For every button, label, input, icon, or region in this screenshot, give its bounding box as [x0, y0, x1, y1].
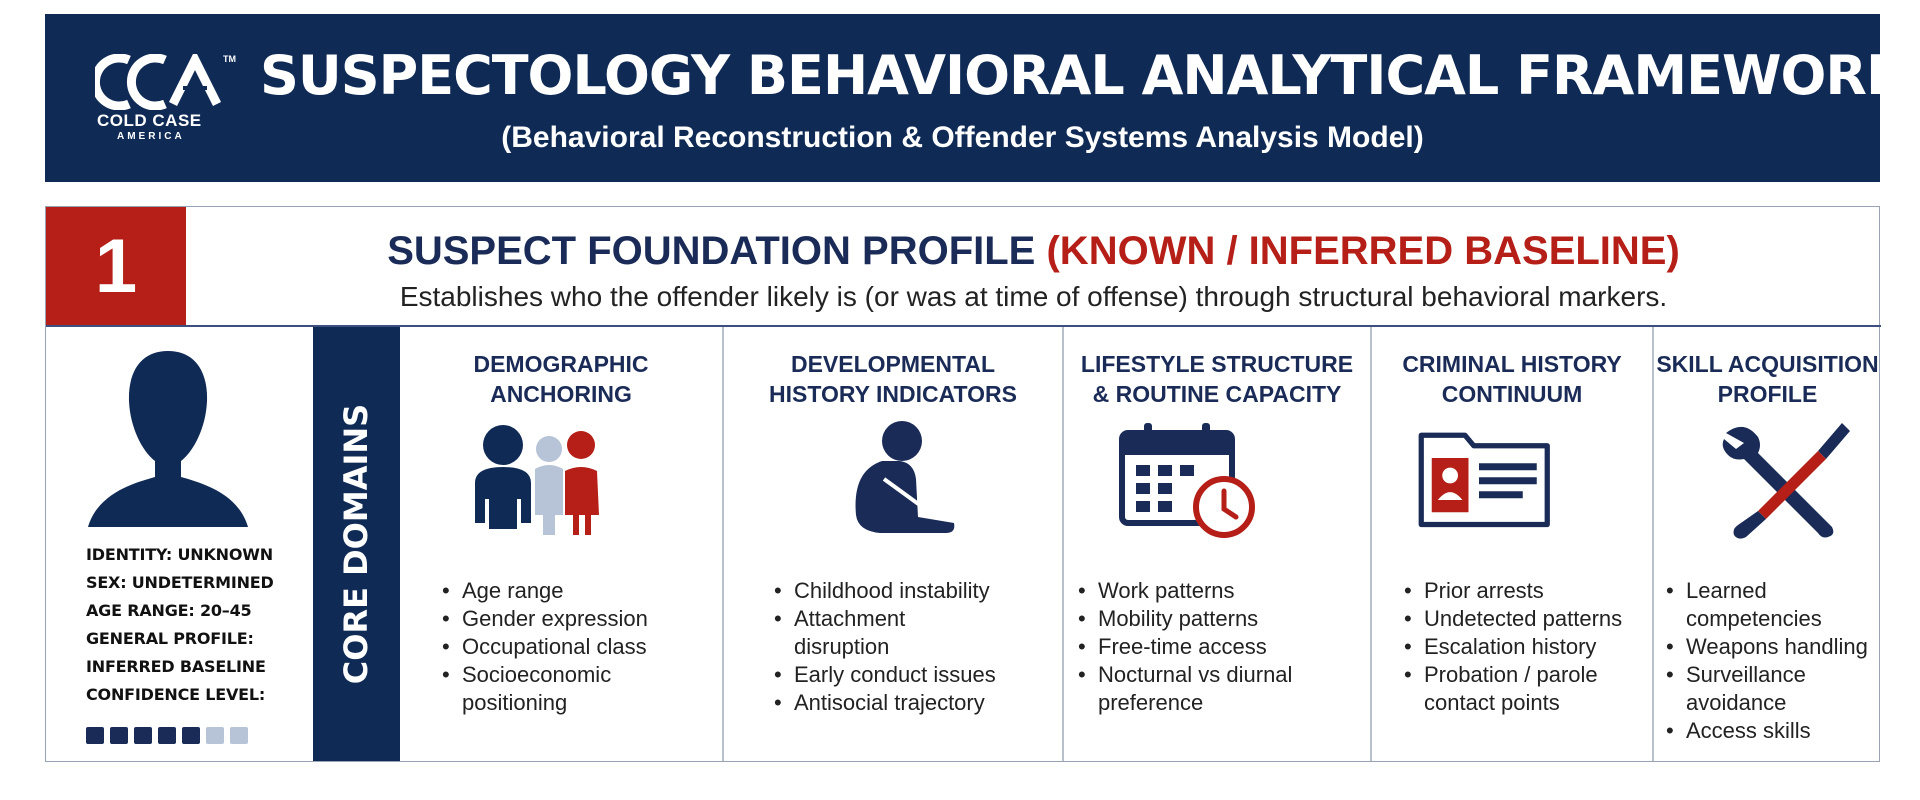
page-title: SUSPECTOLOGY BEHAVIORAL ANALYTICAL FRAME…: [260, 44, 1920, 107]
list-item-continuation: disruption: [794, 634, 890, 659]
domain-title-line2: CONTINUUM: [1441, 381, 1583, 407]
list-item: Nocturnal vs diurnal: [1076, 661, 1292, 689]
domain-separator: [1652, 327, 1654, 761]
confidence-square-filled: [182, 727, 200, 744]
domain-list: Prior arrests Undetected patterns Escala…: [1402, 577, 1622, 717]
profile-sex: SEX: UNDETERMINED: [86, 573, 274, 592]
domain-lifestyle-structure: LIFESTYLE STRUCTURE & ROUTINE CAPACITY Wo…: [1064, 327, 1370, 761]
wrench-screwdriver-icon: [1722, 423, 1850, 539]
domain-list: Age range Gender expression Occupational…: [440, 577, 648, 717]
domain-title: DEVELOPMENTAL HISTORY INDICATORS: [724, 349, 1062, 409]
domain-list: Childhood instability Attachment disrupt…: [772, 577, 996, 717]
domain-title-line2: ANCHORING: [490, 381, 632, 407]
list-item-continuation: avoidance: [1686, 690, 1787, 715]
domain-separator: [722, 327, 724, 761]
domain-list: Learned competencies Weapons handling Su…: [1664, 577, 1881, 745]
cold-case-america-logo: TM COLD CASE AMERICA: [90, 49, 236, 154]
profile-identity: IDENTITY: UNKNOWN: [86, 545, 273, 564]
confidence-square-empty: [230, 727, 248, 744]
domain-title-line1: CRIMINAL HISTORY: [1402, 351, 1622, 377]
domain-developmental-history: DEVELOPMENTAL HISTORY INDICATORS Childhoo…: [724, 327, 1062, 761]
sitting-child-icon: [855, 421, 955, 533]
domain-title: DEMOGRAPHIC ANCHORING: [400, 349, 722, 409]
domain-separator: [1062, 327, 1064, 761]
confidence-square-empty: [206, 727, 224, 744]
domain-title-line2: PROFILE: [1717, 381, 1818, 407]
page-subtitle: (Behavioral Reconstruction & Offender Sy…: [501, 121, 1424, 154]
domain-title-line2: HISTORY INDICATORS: [769, 381, 1017, 407]
domain-criminal-history: CRIMINAL HISTORY CONTINUUM Prior arrests …: [1372, 327, 1652, 761]
domain-title-line1: LIFESTYLE STRUCTURE: [1080, 351, 1354, 377]
list-item: Occupational class: [440, 633, 648, 661]
case-file-icon: [1418, 432, 1550, 528]
calendar-clock-icon: [1119, 423, 1255, 538]
list-item: Work patterns: [1076, 577, 1292, 605]
profile-age-range: AGE RANGE: 20–45: [86, 601, 252, 620]
logo-text-cold-case: COLD CASE: [97, 111, 202, 130]
list-item: Free-time access: [1076, 633, 1292, 661]
section-title-accent: (KNOWN / INFERRED BASELINE): [1046, 229, 1680, 273]
confidence-meter: [86, 727, 248, 744]
logo-text-america: AMERICA: [117, 131, 185, 142]
section-title: SUSPECT FOUNDATION PROFILE (KNOWN / INFE…: [186, 229, 1881, 274]
list-item: Surveillance: [1664, 661, 1881, 689]
list-item: Age range: [440, 577, 648, 605]
logo-trademark: TM: [223, 54, 236, 64]
core-domains-bar: CORE DOMAINS: [313, 327, 400, 761]
list-item: Escalation history: [1402, 633, 1622, 661]
list-item: Learned competencies: [1664, 577, 1881, 633]
list-item: Mobility patterns: [1076, 605, 1292, 633]
domain-title-line1: DEVELOPMENTAL: [790, 351, 996, 377]
confidence-square-filled: [110, 727, 128, 744]
section-title-main: SUSPECT FOUNDATION PROFILE: [387, 229, 1036, 273]
list-item: Antisocial trajectory: [772, 689, 996, 717]
people-group-icon: [475, 425, 599, 535]
section-divider: [46, 325, 1881, 327]
list-item: Childhood instability: [772, 577, 996, 605]
confidence-square-filled: [86, 727, 104, 744]
domain-skill-acquisition: SKILL ACQUISITION PROFILE Learned compete…: [1654, 327, 1881, 761]
core-domains-label: CORE DOMAINS: [337, 403, 375, 685]
profile-general: GENERAL PROFILE:: [86, 629, 254, 648]
suspect-profile-card: IDENTITY: UNKNOWN SEX: UNDETERMINED AGE …: [46, 327, 313, 761]
list-item: Prior arrests: [1402, 577, 1622, 605]
cca-logo-icon: [90, 49, 222, 111]
list-item: Socioeconomic: [440, 661, 648, 689]
list-item-continuation: contact points: [1424, 690, 1560, 715]
list-item: Probation / parole: [1402, 661, 1622, 689]
domain-demographic-anchoring: DEMOGRAPHIC ANCHORING Age range Gender ex…: [400, 327, 722, 761]
list-item: Weapons handling: [1664, 633, 1881, 661]
list-item-continuation: preference: [1098, 690, 1204, 715]
confidence-square-filled: [134, 727, 152, 744]
header-banner: TM COLD CASE AMERICA SUSPECTOLOGY BEHAVI…: [45, 14, 1920, 182]
profile-inferred-baseline: INFERRED BASELINE: [86, 657, 266, 676]
title-trademark: TM: [1908, 44, 1920, 77]
list-item: Early conduct issues: [772, 661, 996, 689]
section-description: Establishes who the offender likely is (…: [399, 281, 1668, 312]
domain-title-line2: & ROUTINE CAPACITY: [1092, 381, 1342, 407]
confidence-square-filled: [158, 727, 176, 744]
domain-title: SKILL ACQUISITION PROFILE: [1654, 349, 1881, 409]
section-panel: 1 SUSPECT FOUNDATION PROFILE (KNOWN / IN…: [45, 206, 1881, 762]
domain-title: CRIMINAL HISTORY CONTINUUM: [1372, 349, 1652, 409]
list-item: Access skills: [1664, 717, 1881, 745]
person-silhouette-icon: [88, 351, 248, 527]
list-item: Undetected patterns: [1402, 605, 1622, 633]
domain-title-line1: DEMOGRAPHIC: [473, 351, 649, 377]
list-item-continuation: positioning: [462, 690, 568, 715]
list-item: Gender expression: [440, 605, 648, 633]
domain-separator: [1370, 327, 1372, 761]
list-item: Attachment: [772, 605, 996, 633]
domain-title-line1: SKILL ACQUISITION: [1656, 351, 1879, 377]
profile-confidence-label: CONFIDENCE LEVEL:: [86, 685, 266, 704]
domain-title: LIFESTYLE STRUCTURE & ROUTINE CAPACITY: [1064, 349, 1370, 409]
domain-list: Work patterns Mobility patterns Free-tim…: [1076, 577, 1292, 717]
section-number-badge: 1: [46, 207, 186, 326]
page-title-text: SUSPECTOLOGY BEHAVIORAL ANALYTICAL FRAME…: [260, 44, 1908, 107]
